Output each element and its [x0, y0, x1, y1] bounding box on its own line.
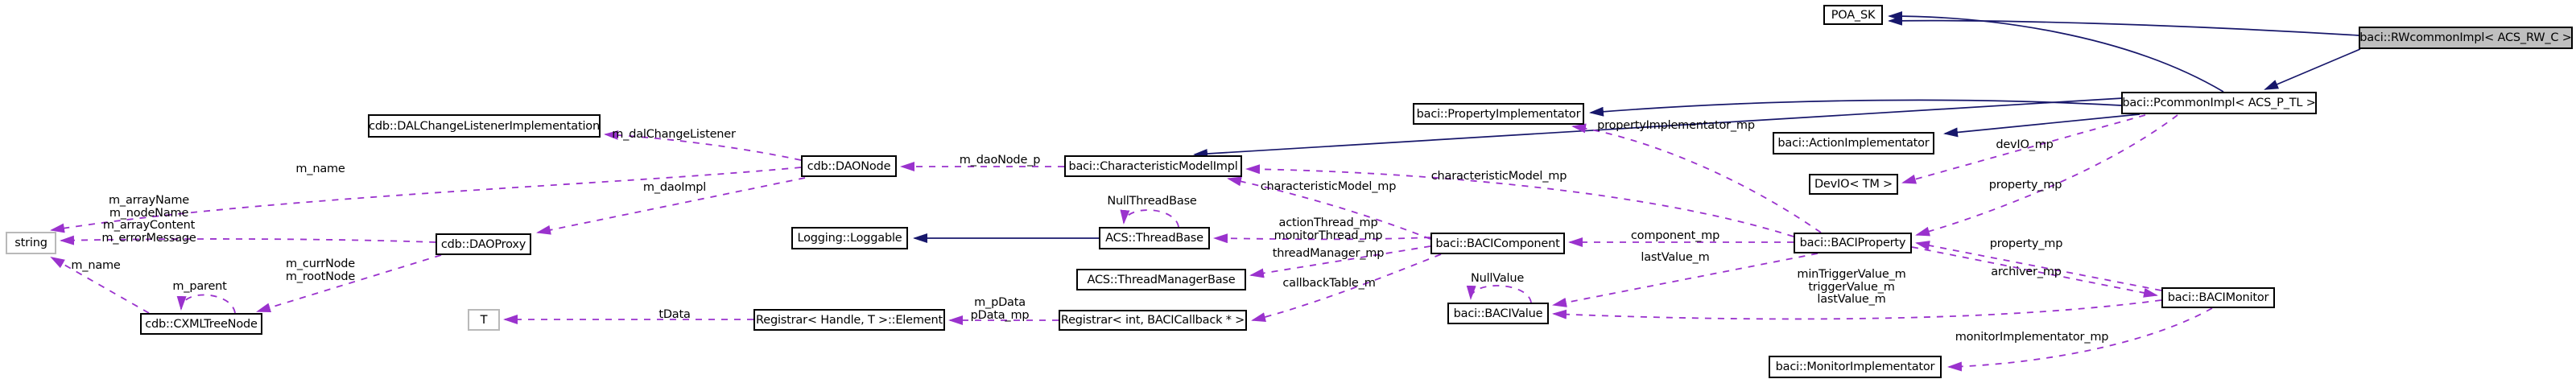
class-node-rwcommon[interactable]: baci::RWcommonImpl< ACS_RW_C >: [2359, 27, 2573, 49]
edge-daonode-to-str: [50, 167, 802, 233]
edge-label-xmltree-to-xmltree: m_parent: [172, 280, 227, 293]
edge-label-pcommon-to-devio: devIO_mp: [1996, 138, 2054, 151]
edge-label-threadbase-to-threadbase: NullThreadBase: [1107, 195, 1197, 208]
edge-label-baciproperty-to-bacicomponent: component_mp: [1630, 229, 1720, 242]
edge-pcommon-to-baciproperty: [1915, 114, 2178, 237]
edge-pcommon-to-char_model: [1193, 97, 2124, 159]
edge-label-char_model-to-daonode: m_daoNode_p: [959, 154, 1041, 167]
class-node-baciproperty[interactable]: baci::BACIProperty: [1794, 233, 1912, 253]
edge-pcommon-to-poa_sk: [1888, 11, 2224, 93]
edge-label-baciproperty-to-bacivalue: lastValue_m: [1641, 251, 1710, 264]
edge-bacicomponent-to-char_model: [1227, 176, 1431, 240]
edge-bacicomponent-to-registrar_cb: [1251, 253, 1442, 322]
class-node-bacivalue[interactable]: baci::BACIValue: [1447, 303, 1549, 324]
edge-label-baciproperty-to-bacimonitor: archiver_mp: [1991, 266, 2062, 278]
class-node-registrar_cb[interactable]: Registrar< int, BACICallback * >: [1059, 310, 1247, 331]
edge-rwcommon-to-pcommon: [2264, 48, 2361, 90]
edge-label-bacimonitor-to-baciproperty: property_mp: [1989, 237, 2063, 250]
edge-pcommon-to-action_impl: [1943, 113, 2140, 138]
edge-label-element-to-tbox: tData: [658, 308, 691, 321]
class-node-devio[interactable]: DevIO< TM >: [1809, 174, 1898, 195]
edge-label-bacimonitor-to-bacivalue: minTriggerValue_m triggerValue_m lastVal…: [1797, 268, 1906, 306]
edge-rwcommon-to-poa_sk: [1888, 15, 2359, 36]
class-node-str: string: [6, 232, 56, 254]
class-node-tbox: T: [468, 309, 500, 331]
edge-baciproperty-to-char_model: [1245, 164, 1794, 237]
edge-daonode-to-dal_listener: [604, 130, 802, 161]
edge-threadbase-to-threadbase: [1120, 209, 1179, 228]
edge-label-bacivalue-to-bacivalue: NullValue: [1470, 272, 1525, 285]
edge-bacicomponent-to-threadmgr: [1249, 245, 1431, 278]
edge-label-daoproxy-to-xmltree: m_currNode m_rootNode: [285, 257, 356, 283]
class-node-xmltree[interactable]: cdb::CXMLTreeNode: [140, 313, 262, 335]
edge-label-bacimonitor-to-monitor_impl: monitorImplementator_mp: [1955, 331, 2109, 344]
edge-xmltree-to-str: [50, 257, 150, 314]
edge-pcommon-to-devio: [1901, 114, 2146, 184]
edge-label-daonode-to-dal_listener: m_dalChangeListener: [612, 128, 736, 141]
class-node-pcommon[interactable]: baci::PcommonImpl< ACS_P_TL >: [2121, 92, 2317, 114]
class-node-loggable[interactable]: Logging::Loggable: [791, 227, 908, 249]
class-node-threadbase[interactable]: ACS::ThreadBase: [1099, 227, 1210, 249]
edge-baciproperty-to-prop_impl: [1571, 123, 1822, 233]
edge-bacimonitor-to-baciproperty: [1915, 241, 2162, 291]
edge-baciproperty-to-bacivalue: [1552, 253, 1818, 307]
class-node-threadmgr[interactable]: ACS::ThreadManagerBase: [1076, 269, 1246, 290]
class-node-daonode[interactable]: cdb::DAONode: [801, 155, 897, 177]
class-node-dal_listener[interactable]: cdb::DALChangeListenerImplementation: [368, 114, 601, 138]
edge-pcommon-to-prop_impl: [1589, 99, 2122, 117]
class-node-poa_sk[interactable]: POA_SK: [1823, 5, 1883, 25]
edge-label-daoproxy-to-str: m_arrayName m_nodeName m_arrayContent m_…: [101, 194, 196, 245]
edge-label-bacicomponent-to-threadbase: actionThread_mp monitorThread_mp: [1274, 216, 1383, 242]
class-node-char_model[interactable]: baci::CharacteristicModelImpl: [1064, 155, 1242, 177]
class-node-prop_impl[interactable]: baci::PropertyImplementator: [1413, 103, 1584, 125]
edge-label-pcommon-to-baciproperty: property_mp: [1988, 179, 2062, 192]
edge-label-bacicomponent-to-char_model: characteristicModel_mp: [1260, 180, 1397, 193]
class-node-bacicomponent[interactable]: baci::BACIComponent: [1430, 233, 1565, 254]
edge-label-registrar_cb-to-element: m_pData pData_mp: [970, 296, 1030, 322]
edge-label-bacicomponent-to-threadmgr: threadManager_mp: [1272, 247, 1385, 260]
edge-bacicomponent-to-threadbase: [1213, 233, 1431, 244]
edge-xmltree-to-xmltree: [176, 294, 236, 314]
edge-label-bacicomponent-to-registrar_cb: callbackTable_m: [1282, 277, 1376, 290]
edge-bacivalue-to-bacivalue: [1466, 285, 1532, 303]
class-node-daoproxy[interactable]: cdb::DAOProxy: [436, 233, 531, 255]
class-node-element[interactable]: Registrar< Handle, T >::Element: [753, 309, 945, 331]
edge-label-daonode-to-str: m_name: [295, 163, 345, 175]
edge-label-xmltree-to-str: m_name: [71, 259, 121, 272]
edge-daoproxy-to-xmltree: [256, 254, 442, 313]
edge-label-daonode-to-daoproxy: m_daoImpl: [642, 181, 707, 194]
edge-label-baciproperty-to-char_model: characteristicModel_mp: [1430, 170, 1567, 183]
class-node-monitor_impl[interactable]: baci::MonitorImplementator: [1769, 356, 1942, 378]
edge-baciproperty-to-bacimonitor: [1911, 246, 2158, 298]
class-node-bacimonitor[interactable]: baci::BACIMonitor: [2161, 287, 2275, 308]
edge-label-baciproperty-to-prop_impl: propertyImplementator_mp: [1597, 119, 1755, 132]
class-node-action_impl[interactable]: baci::ActionImplementator: [1773, 132, 1934, 154]
